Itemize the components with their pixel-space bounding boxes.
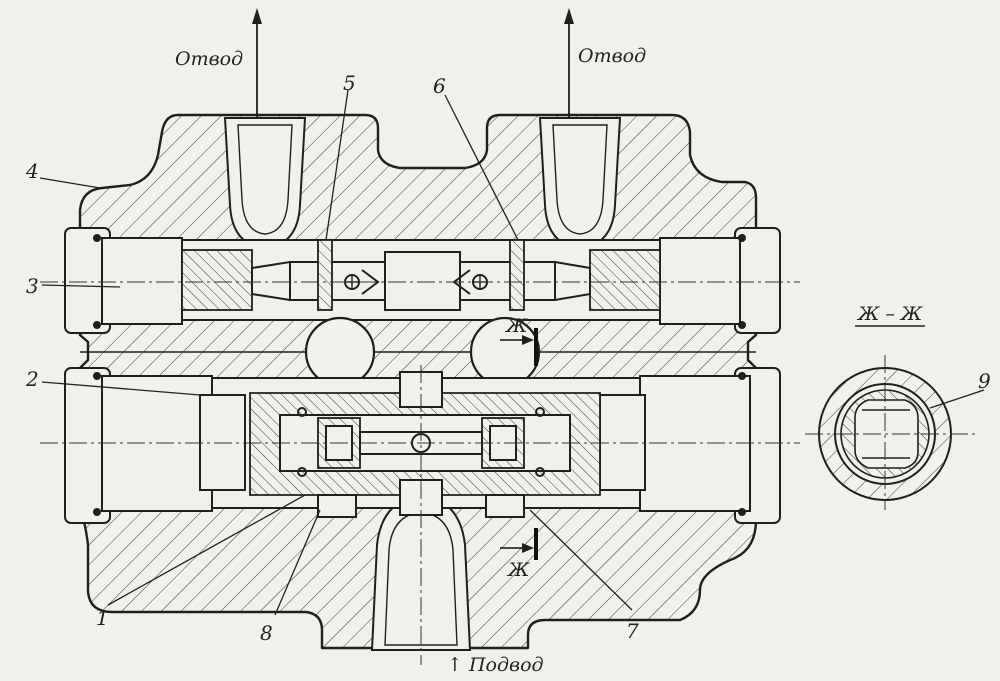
outlet-port-right: [538, 117, 622, 250]
check-ball-left: [304, 316, 376, 388]
callout-4: 4: [25, 159, 39, 183]
callout-1: 1: [96, 606, 109, 630]
callout-8: 8: [260, 621, 273, 645]
section-view: [805, 325, 975, 510]
section-mark-bottom: Ж: [500, 528, 538, 581]
inlet-label: ↑ Подвод: [447, 654, 544, 676]
check-ball-right: [469, 316, 541, 388]
outlet-arrow-right: [564, 8, 574, 118]
callout-7: 7: [626, 619, 639, 643]
callout-2: 2: [25, 367, 39, 391]
callout-6: 6: [433, 74, 446, 98]
outlet-arrow-left: [252, 8, 262, 118]
upper-bore: [64, 227, 781, 334]
callout-3: 3: [26, 274, 39, 298]
lower-bore: [64, 367, 781, 524]
section-mark-top: Ж: [500, 315, 538, 366]
section-title: Ж – Ж: [856, 303, 923, 325]
callout-9: 9: [978, 369, 991, 393]
leader-lines: [39, 89, 985, 616]
outlet-left-label: Отвод: [175, 48, 243, 70]
section-mark-bottom-label: Ж: [506, 559, 530, 581]
section-mark-top-label: Ж: [504, 315, 528, 337]
callout-5: 5: [343, 71, 356, 95]
outlet-port-left: [223, 117, 307, 250]
outlet-right-label: Отвод: [578, 45, 646, 67]
